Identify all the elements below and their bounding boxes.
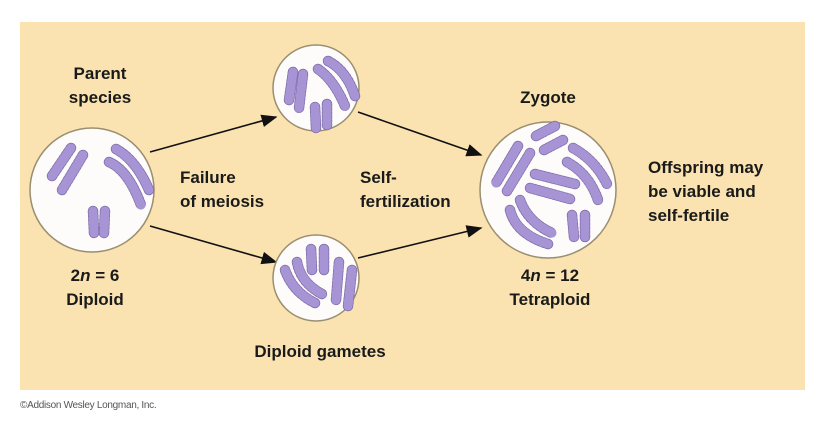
copyright-notice: ©Addison Wesley Longman, Inc. xyxy=(20,400,157,411)
failure-of-meiosis-label: Failure of meiosis xyxy=(180,166,264,214)
label-line: fertilization xyxy=(360,192,451,211)
chromosome-count: 2n = 6 xyxy=(70,266,120,285)
top-gamete-cell xyxy=(272,44,361,134)
chromosomes xyxy=(490,120,613,250)
zygote-cell xyxy=(479,120,617,259)
chromosomes xyxy=(283,55,361,134)
label-line: species xyxy=(68,88,132,107)
label-line: self-fertile xyxy=(648,206,730,225)
parent-cell xyxy=(29,127,155,253)
arrow-bottom-gamete-to-zygote xyxy=(357,225,483,259)
bottom-gamete-cell xyxy=(272,234,360,322)
ploidy-name: Tetraploid xyxy=(509,290,591,309)
chromosomes xyxy=(279,243,358,312)
parent-ploidy-label: 2n = 6 Diploid xyxy=(40,264,150,312)
ploidy-name: Diploid xyxy=(66,290,124,309)
arrow-top-gamete-to-zygote xyxy=(357,111,483,157)
arrow-parent-to-bottom-gamete xyxy=(149,225,278,265)
label-line: Parent xyxy=(73,64,127,83)
chromosomes xyxy=(46,142,155,239)
arrows xyxy=(149,111,483,265)
arrow-parent-to-top-gamete xyxy=(149,114,278,153)
zygote-ploidy-label: 4n = 12 Tetraploid xyxy=(490,264,610,312)
diploid-gametes-label: Diploid gametes xyxy=(254,342,386,361)
chromosome-count: 4n = 12 xyxy=(520,266,580,285)
offspring-label: Offspring may be viable and self-fertile xyxy=(648,156,763,228)
label-line: Offspring may xyxy=(648,158,764,177)
self-fertilization-label: Self- fertilization xyxy=(360,166,451,214)
zygote-label: Zygote xyxy=(520,88,576,107)
parent-species-label: Parent species xyxy=(48,62,152,110)
label-line: Self- xyxy=(360,168,397,187)
label-line: of meiosis xyxy=(180,192,265,211)
label-line: Failure xyxy=(180,168,236,187)
label-line: be viable and xyxy=(648,182,756,201)
